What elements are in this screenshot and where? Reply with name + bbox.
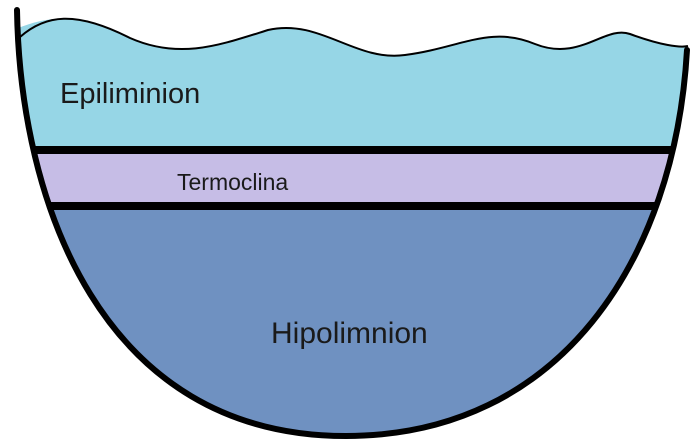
hipolimnion-label: Hipolimnion [271,317,428,350]
epilimnion-label: Epiliminion [60,78,200,110]
termoclina-layer [0,150,693,206]
termoclina-label: Termoclina [177,169,288,195]
